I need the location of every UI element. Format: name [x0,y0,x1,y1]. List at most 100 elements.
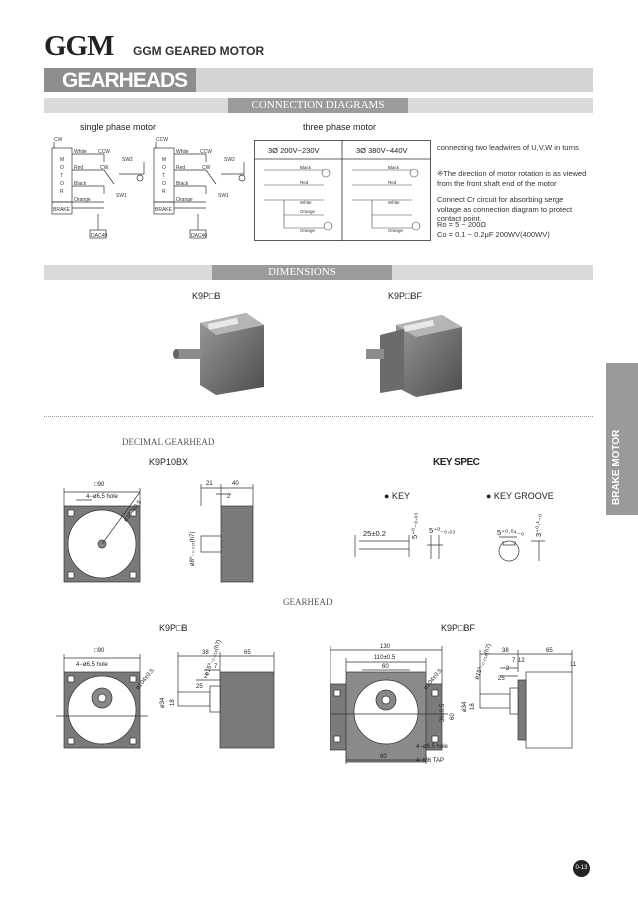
b-d2: 2 [204,674,208,680]
svg-text:O: O [60,165,64,171]
label-cw-1b: CW [100,165,109,171]
label-white-2: White [176,149,189,155]
dimensions-title: DIMENSIONS [212,265,392,280]
gearhead-photo-b [173,313,264,395]
three-phase-diagram: Black Red White Orange Orange Black Red … [254,140,431,241]
t-orange-2: Orange [388,228,404,233]
note-cr-circuit: Connect Cr circuit for absorbing serge v… [437,195,573,223]
bf-d130: 130 [380,644,391,650]
bf-d38: 38 [502,648,509,654]
section-box [44,68,196,92]
label-ccw-2b: CCW [200,149,212,155]
t-black-2: Black [388,165,400,170]
svg-text:R: R [60,189,64,195]
groove-depth: 3⁺⁰·¹₋₀ [534,514,543,537]
label-sw2-2: SW2 [224,157,235,163]
bf-d65: 65 [546,648,553,654]
dec-d2: 2 [227,494,231,500]
label-black-1: Black [74,181,87,187]
bf-d2: 2 [506,666,510,672]
b-d7: 7 [214,664,218,670]
label-brake-1: BRAKE [53,207,71,213]
brand-subtitle: GGM GEARED MOTOR [133,44,265,58]
svg-text:T: T [60,173,63,179]
note-ro: Ro = 5 ~ 200Ω [437,220,486,229]
b-d65: 65 [244,650,251,656]
label-black-2: Black [176,181,189,187]
label-cw-1: CW [54,137,63,143]
svg-text:O: O [60,181,64,187]
key-label: ● KEY [384,491,410,501]
dec-shaft: ø8⁰₋₀.₀₁₅(h7) [189,532,196,566]
groove-width: 5⁺⁰·⁰⁴₋₀ [497,528,524,537]
dec-hole: 4−ø6.5 hole [86,494,119,500]
b-d34: ø34 [160,697,166,708]
gearhead-b-drawing: □90 4−ø6.5 hole ø104±0.5 ø15⁰₋₀.₀₁₈(h7) … [56,640,275,749]
three-phase-title: three phase motor [303,122,377,132]
bf-d60: 60 [382,664,389,670]
decimal-title: DECIMAL GEARHEAD [122,437,215,447]
photo-model-b: K9P□B [192,291,221,301]
page-number: 0-13 [573,860,590,877]
gearhead-photo-bf [366,315,462,397]
note-leadwires: connecting two leadwires of U,V,W in tur… [437,143,579,152]
label-cw-2: CW [202,165,211,171]
key-width: 5⁺⁰₋₀.₀₃ [429,526,455,535]
label-sw1-2: SW1 [218,193,229,199]
svg-text:R: R [162,189,166,195]
b-d25: 25 [196,684,203,690]
gearhead-model-bf: K9P□BF [441,623,475,633]
bf-d12: 12 [518,658,525,664]
t-white-1: White [300,200,312,205]
svg-text:M: M [60,157,64,163]
label-orange-1: Orange [74,197,91,203]
dec-d21: 21 [206,481,213,487]
svg-text:O: O [162,165,166,171]
svg-text:M: M [162,157,166,163]
b-d18: 18 [170,699,176,706]
svg-text:T: T [162,173,165,179]
keyspec-title: KEY SPEC [433,457,480,468]
b-d38: 38 [202,650,209,656]
b-hole: 4−ø6.5 hole [76,662,109,668]
side-tab[interactable] [606,363,638,515]
label-brake-2: BRAKE [155,207,173,213]
section-title: GEARHEADS [62,69,188,92]
three-right-header: 3Ø 380V~440V [356,146,408,155]
keyspec-drawing: 25±0.2 5⁺⁰₋₀.₀₃ 5⁺⁰₋₀.₀₃ 5⁺⁰·⁰⁴₋₀ 3⁺⁰·¹₋… [354,513,545,562]
t-black-1: Black [300,165,312,170]
label-cap-2: DAC40 [191,233,207,239]
bf-d90: 90 [380,754,387,760]
decimal-model: K9P10BX [149,457,189,467]
label-sw1-1: SW1 [116,193,127,199]
side-tab-label: BRAKE MOTOR [611,429,622,505]
bf-hole: 4−ø8.5 hole [416,744,449,750]
bf-d110: 110±0.5 [374,655,396,661]
bf-tap: 4−M6 TAP [416,758,444,764]
connection-title: CONNECTION DIAGRAMS [228,98,408,113]
photo-model-bf: K9P□BF [388,291,422,301]
label-ccw-2: CCW [156,137,168,143]
single-phase-title: single phase motor [80,122,157,132]
label-ccw-1: CCW [98,149,110,155]
gearhead-title: GEARHEAD [283,597,333,607]
dec-d40: 40 [232,481,239,487]
decimal-drawing: □90 4−ø6.5 hole ø104±0.5 21 40 2 ø8⁰₋₀.₀… [63,481,254,583]
key-height: 5⁺⁰₋₀.₀₃ [410,513,419,539]
bf-d18: 18 [470,703,476,710]
dec-dim-90: □90 [94,482,105,488]
svg-text:O: O [162,181,166,187]
note-co: Co = 0.1 ~ 0.2μF 200WV(400WV) [437,230,550,239]
label-orange-2: Orange [176,197,193,203]
bf-d34: ø34 [462,701,468,712]
b-dim-90: □90 [94,648,105,654]
t-orange-1b: Orange [300,228,316,233]
single-phase-diagram: CW White CCW SW2 Red CW Black Orange SW1… [51,137,246,239]
brand-logo: GGM [44,30,114,62]
label-red-2: Red [176,165,185,171]
bf-d11: 11 [570,662,577,668]
separator [44,416,593,417]
gearhead-bf-drawing: 130 110±0.5 60 ø104±0.5 ø15⁰₋₀.₀₁₈(h7) 3… [330,643,577,764]
t-red-2: Red [388,180,397,185]
bf-d36: 36±0.5 [440,703,446,722]
